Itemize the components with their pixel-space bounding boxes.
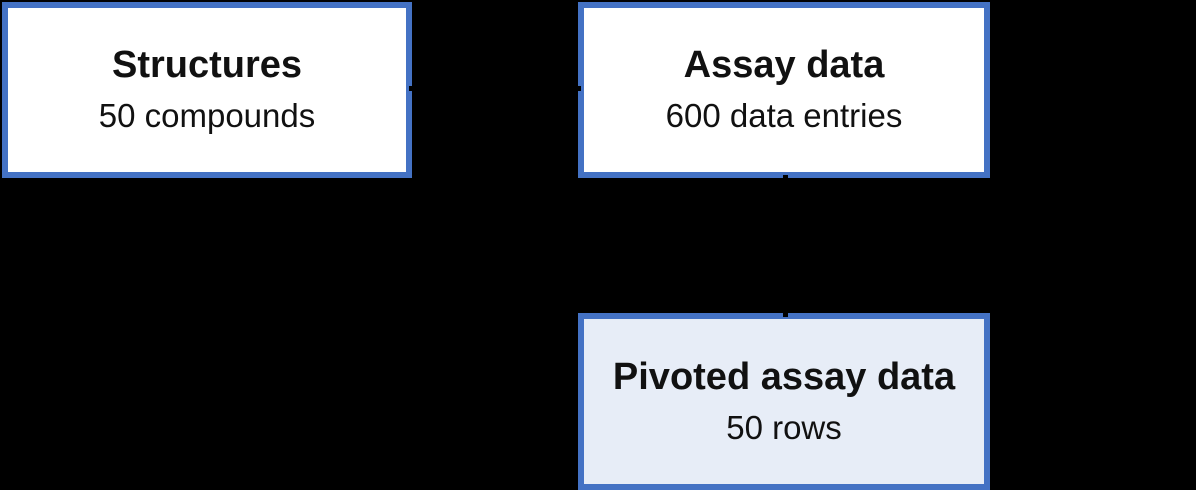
assay-data-node-title: Assay data — [683, 44, 885, 87]
assay-data-node-subtitle: 600 data entries — [665, 97, 903, 135]
pivoted-assay-data-node: Pivoted assay data 50 rows — [578, 313, 990, 490]
connector-structures-to-assay-data — [409, 86, 581, 91]
assay-data-node: Assay data 600 data entries — [578, 2, 990, 178]
structures-node-subtitle: 50 compounds — [98, 97, 316, 135]
connector-assay-data-to-pivoted-assay-data — [783, 175, 788, 317]
structures-node: Structures 50 compounds — [2, 2, 412, 178]
pivoted-assay-data-node-title: Pivoted assay data — [612, 355, 956, 398]
structures-node-title: Structures — [111, 44, 303, 87]
pivoted-assay-data-node-subtitle: 50 rows — [726, 408, 842, 446]
